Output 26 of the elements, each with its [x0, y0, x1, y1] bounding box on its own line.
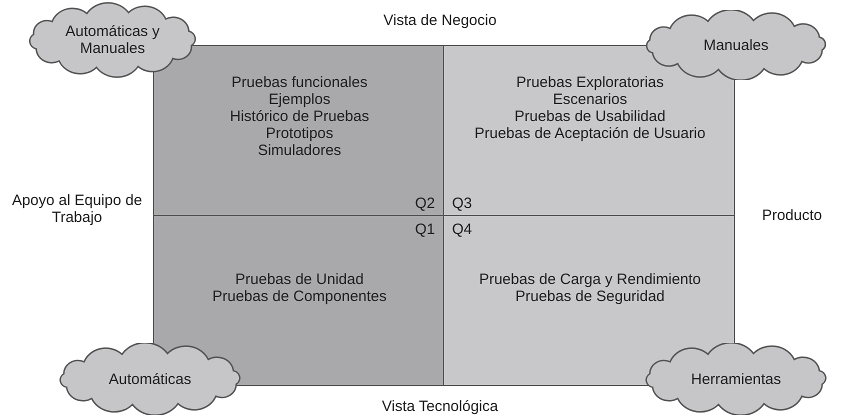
- test-type-label: Pruebas de Aceptación de Usuario: [474, 125, 706, 142]
- test-type-label: Histórico de Pruebas: [228, 108, 370, 125]
- quadrant-number: Q2: [414, 195, 435, 212]
- test-type-label: Pruebas de Usabilidad: [514, 108, 666, 125]
- test-type-label: Pruebas de Componentes: [211, 288, 388, 305]
- cloud-label: Herramientas: [690, 370, 782, 388]
- test-type-label: Escenarios: [552, 91, 628, 108]
- axis-label: Apoyo al Equipo de Trabajo: [10, 192, 144, 226]
- quadrant-number: Q1: [414, 221, 435, 238]
- test-type-label: Pruebas Exploratorias: [515, 74, 665, 91]
- cloud-label: Manuales: [702, 36, 770, 54]
- test-type-label: Pruebas de Carga y Rendimiento: [478, 271, 702, 288]
- cloud-label: Automáticas y Manuales: [64, 23, 161, 57]
- test-type-label: Pruebas funcionales: [230, 74, 368, 91]
- test-type-label: Pruebas de Unidad: [234, 271, 365, 288]
- test-type-label: Ejemplos: [268, 91, 332, 108]
- test-type-label: Prototipos: [264, 125, 334, 142]
- quadrant-panel: [153, 45, 444, 216]
- quadrant-number: Q4: [452, 221, 472, 238]
- axis-label: Vista de Negocio: [382, 12, 498, 29]
- quadrant-number: Q3: [452, 195, 472, 212]
- axis-label: Vista Tecnológica: [380, 398, 500, 415]
- cloud-label: Automáticas: [108, 370, 192, 388]
- test-type-label: Pruebas de Seguridad: [514, 288, 666, 305]
- axis-label: Producto: [760, 207, 824, 224]
- test-type-label: Simuladores: [256, 142, 342, 159]
